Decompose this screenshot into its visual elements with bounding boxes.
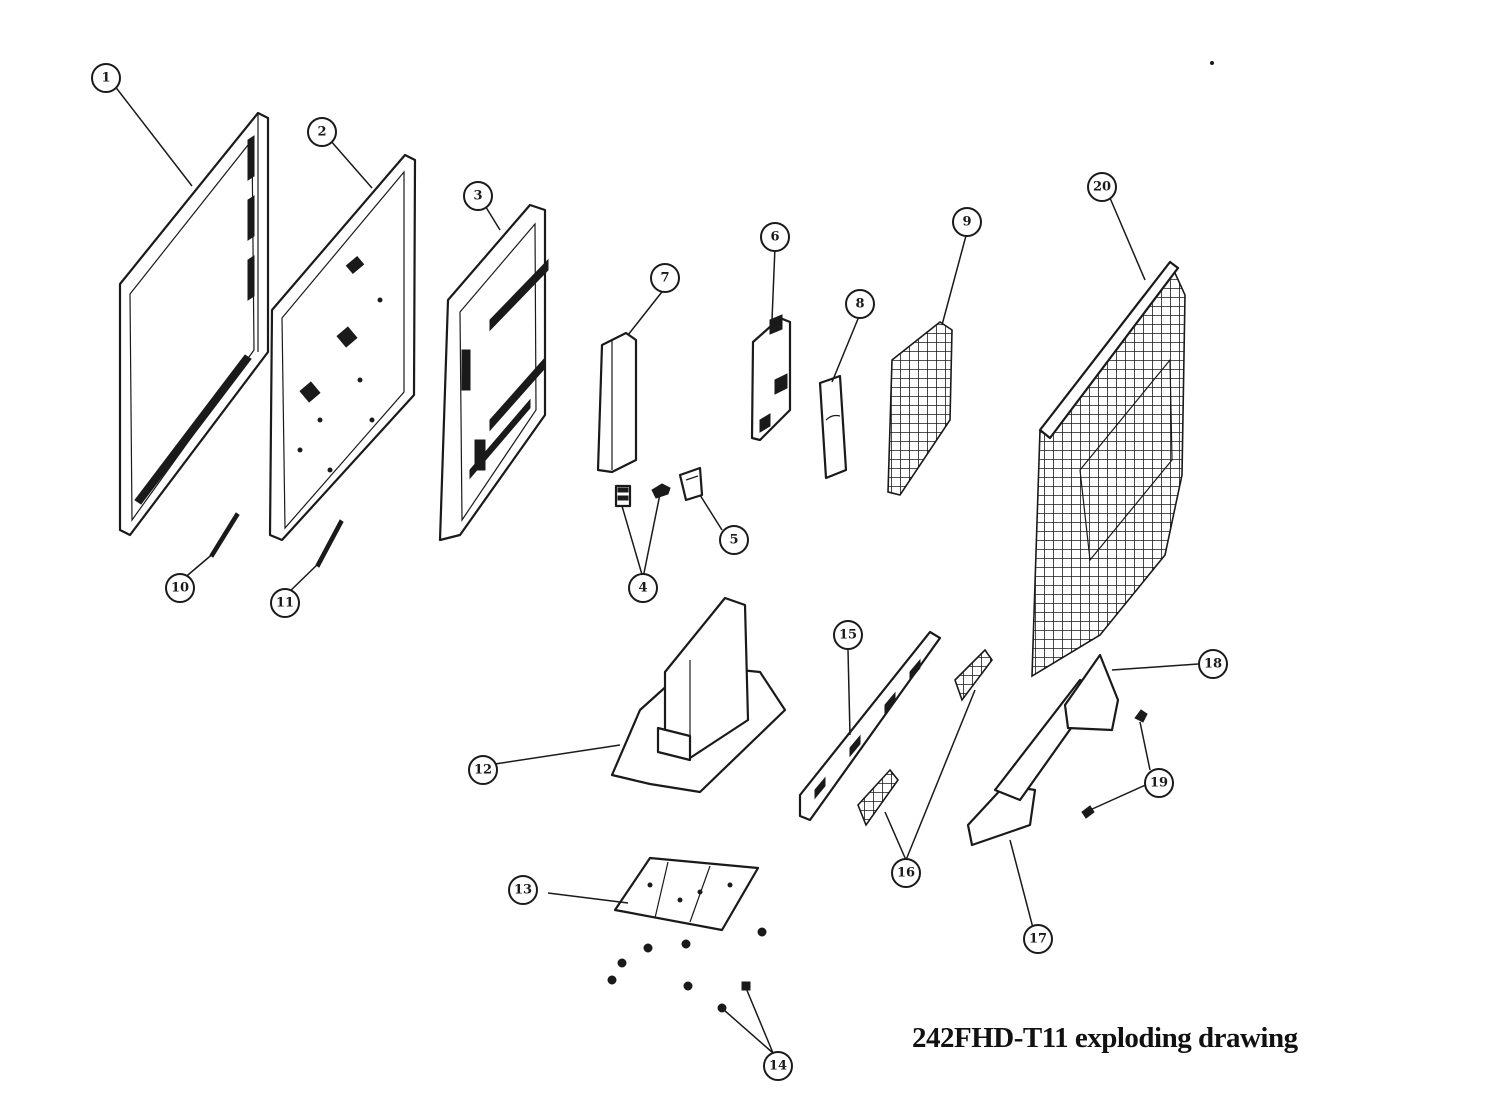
svg-text:10: 10 — [171, 581, 189, 596]
svg-text:2: 2 — [317, 125, 326, 140]
callout-1: 1 — [91, 63, 121, 93]
part-stand-base — [610, 596, 787, 794]
callout-9: 9 — [952, 207, 982, 237]
callout-13: 13 — [508, 875, 538, 905]
part-main-chassis — [438, 203, 549, 542]
svg-text:1: 1 — [101, 71, 110, 86]
svg-text:7: 7 — [660, 271, 669, 286]
drawing-title: 242FHD-T11 exploding drawing — [912, 1022, 1298, 1054]
part-lcd-panel — [268, 153, 417, 542]
callout-20: 20 — [1087, 172, 1117, 202]
callout-7: 7 — [650, 263, 680, 293]
callout-19: 19 — [1144, 768, 1174, 798]
part-connectors — [614, 483, 671, 508]
svg-text:18: 18 — [1204, 657, 1222, 672]
svg-text:14: 14 — [769, 1059, 787, 1074]
svg-text:11: 11 — [276, 596, 294, 611]
svg-text:12: 12 — [474, 763, 492, 778]
svg-text:13: 13 — [514, 883, 532, 898]
part-screws-feet — [607, 927, 767, 1013]
svg-text:4: 4 — [638, 581, 647, 596]
svg-text:16: 16 — [897, 866, 915, 881]
svg-text:5: 5 — [729, 533, 738, 548]
part-speakers — [857, 648, 993, 827]
callout-10: 10 — [165, 573, 195, 603]
svg-text:8: 8 — [855, 297, 864, 312]
callout-8: 8 — [845, 289, 875, 319]
callout-15: 15 — [833, 620, 863, 650]
stray-dot — [1210, 61, 1214, 65]
part-side-board — [750, 314, 792, 442]
callout-17: 17 — [1023, 924, 1053, 954]
part-speaker-bar — [798, 630, 942, 822]
svg-text:17: 17 — [1029, 932, 1047, 947]
callout-12: 12 — [468, 755, 498, 785]
svg-text:20: 20 — [1093, 180, 1111, 195]
part-screw-b — [315, 519, 344, 568]
callout-14: 14 — [763, 1051, 793, 1081]
svg-text:3: 3 — [473, 189, 482, 204]
part-rear-shield — [887, 321, 953, 496]
svg-text:6: 6 — [770, 230, 779, 245]
part-bracket — [678, 466, 704, 502]
callout-5: 5 — [719, 525, 749, 555]
svg-text:19: 19 — [1150, 776, 1168, 791]
callout-3: 3 — [463, 181, 493, 211]
callout-4: 4 — [628, 573, 658, 603]
svg-text:9: 9 — [962, 215, 971, 230]
callout-16: 16 — [891, 858, 921, 888]
part-stand-covers — [966, 653, 1120, 847]
callout-11: 11 — [270, 588, 300, 618]
callout-18: 18 — [1198, 649, 1228, 679]
svg-text:15: 15 — [839, 628, 857, 643]
part-front-bezel — [118, 111, 270, 537]
callout-6: 6 — [760, 222, 790, 252]
part-base-plate — [613, 856, 760, 932]
part-screw-a — [209, 512, 240, 558]
callout-2: 2 — [307, 117, 337, 147]
part-shield-cover — [596, 331, 638, 474]
part-back-cover — [1031, 260, 1186, 678]
part-small-bracket — [818, 374, 848, 480]
